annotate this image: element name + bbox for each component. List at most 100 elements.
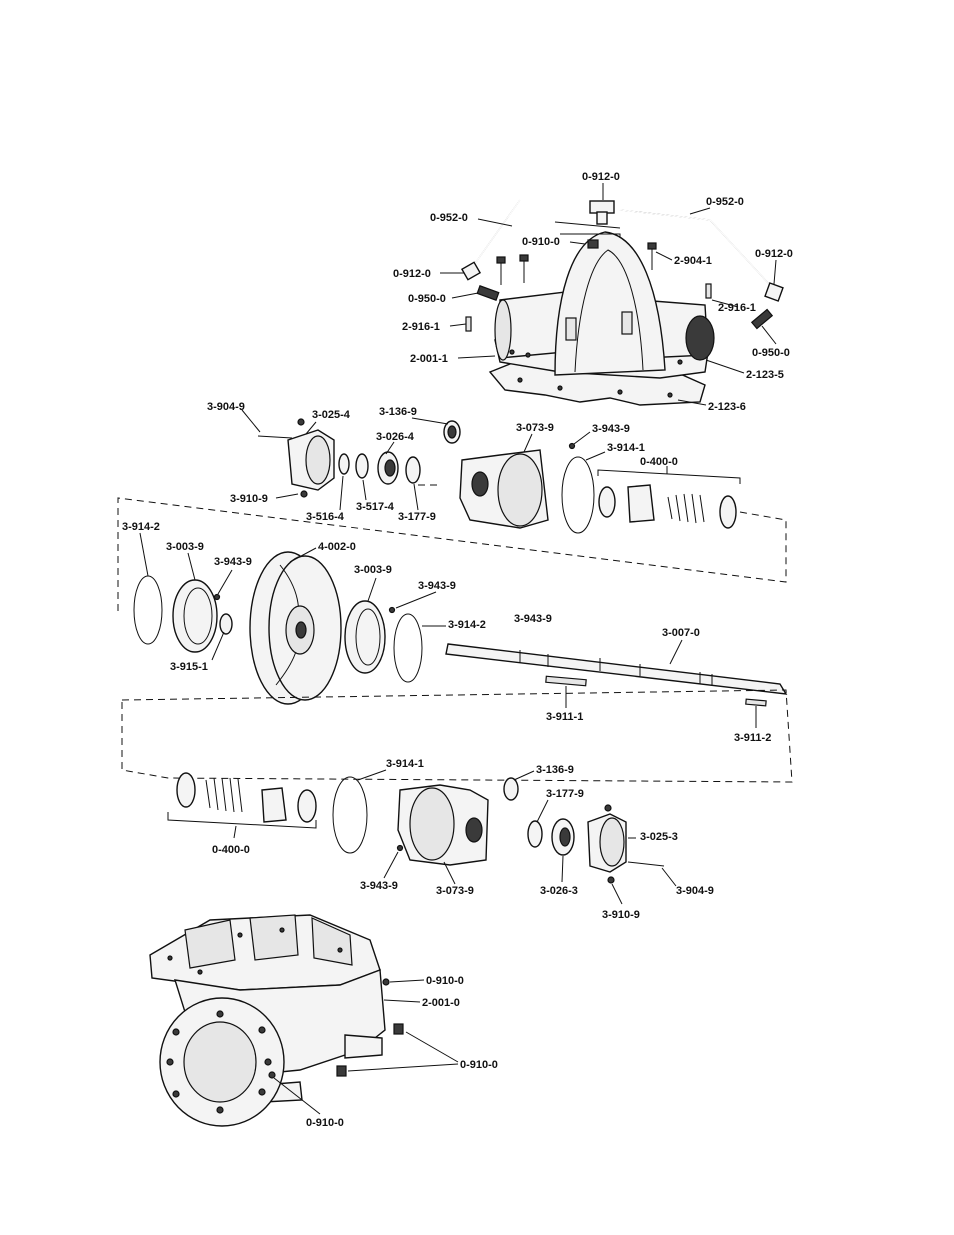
pin	[396, 844, 404, 852]
leader	[689, 207, 711, 215]
shaft	[445, 643, 788, 695]
key	[545, 675, 587, 687]
part-label: 2-123-5	[746, 369, 784, 381]
part-label: 0-912-0	[582, 171, 620, 183]
lock-nut	[355, 453, 369, 479]
flange-bolt-hole	[172, 1028, 180, 1036]
part-label: 0-400-0	[212, 844, 250, 856]
part-label: 3-073-9	[436, 885, 474, 897]
leader	[585, 451, 606, 461]
leader	[655, 251, 673, 261]
key	[745, 698, 767, 707]
leader	[560, 233, 621, 238]
top-bolt-hole	[237, 932, 243, 938]
part-label: 3-025-4	[312, 409, 351, 421]
ball-bearing-bore	[559, 827, 571, 847]
suction-bore	[183, 1021, 257, 1103]
ball-bearing-bore	[384, 459, 396, 477]
wear-ring-outer	[344, 600, 386, 674]
tube-left	[475, 199, 592, 263]
part-label: 0-952-0	[706, 196, 744, 208]
lower-casing-bay	[249, 914, 299, 961]
bolt	[519, 254, 529, 262]
o-ring	[133, 575, 163, 645]
part-label: 4-002-0	[318, 541, 356, 553]
leader	[385, 441, 395, 455]
part-label: 3-177-9	[398, 511, 436, 523]
plug	[607, 876, 615, 884]
leader	[339, 475, 344, 511]
lower-casing-foot	[344, 1034, 383, 1059]
part-label: 0-912-0	[393, 268, 431, 280]
bolt-hole	[617, 389, 623, 395]
top-bolt-hole	[197, 969, 203, 975]
leader	[139, 532, 149, 577]
plug	[604, 804, 612, 812]
upper-casing-volute	[554, 231, 666, 376]
leader	[395, 591, 437, 609]
left-bearing-group	[257, 418, 741, 534]
leader	[477, 218, 513, 227]
part-label: 0-400-0	[640, 456, 678, 468]
leader	[305, 421, 317, 435]
part-label: 3-136-9	[379, 406, 417, 418]
leader	[217, 569, 233, 595]
part-label: 3-910-9	[602, 909, 640, 921]
o-ring	[332, 776, 368, 854]
seal-head	[627, 484, 655, 523]
leader	[554, 221, 621, 229]
tube-right-inner	[619, 209, 771, 286]
bearing-cover-face	[599, 817, 625, 867]
flange-bolt-hole	[258, 1088, 266, 1096]
bolt-hole	[509, 349, 515, 355]
tee-fitting-stem	[596, 211, 608, 225]
leader	[275, 493, 299, 499]
seal-gland	[176, 772, 196, 808]
flange-bolt-hole	[216, 1010, 224, 1018]
top-bolt-hole	[337, 947, 343, 953]
flange-bolt-hole	[264, 1058, 272, 1066]
part-label: 0-910-0	[306, 1117, 344, 1129]
o-ring	[393, 613, 423, 683]
part-label: 3-025-3	[640, 831, 678, 843]
leader	[289, 547, 317, 563]
upper-casing-lug	[621, 311, 633, 335]
leader	[449, 323, 467, 327]
plug	[382, 978, 390, 986]
leader	[711, 299, 739, 308]
nipple	[476, 285, 500, 301]
tube-left-inner	[475, 199, 592, 263]
leader	[443, 861, 456, 885]
part-label: 3-904-9	[207, 401, 245, 413]
leader-lines	[139, 183, 777, 1115]
part-label: 3-003-9	[166, 541, 204, 553]
part-label: 3-914-2	[122, 521, 160, 533]
leader	[661, 867, 677, 887]
shaft-step	[519, 650, 713, 686]
part-label: 3-911-1	[546, 711, 583, 723]
capscrew	[627, 861, 665, 867]
part-label: 3-943-9	[360, 880, 398, 892]
leader	[773, 259, 777, 285]
bolt-hole	[517, 377, 523, 383]
leader	[561, 855, 564, 883]
part-label: 3-914-2	[448, 619, 486, 631]
plug	[336, 1065, 347, 1077]
part-labels: 0-912-0 0-952-0 0-952-0 0-910-0 2-904-1 …	[122, 171, 793, 1129]
part-label: 2-904-1	[674, 255, 712, 267]
pin	[568, 442, 576, 450]
leader	[233, 825, 237, 839]
leader	[211, 631, 225, 661]
part-label: 3-943-9	[514, 613, 552, 625]
part-label: 0-912-0	[755, 248, 793, 260]
dashed-connection	[121, 689, 793, 783]
upper-casing-volute-rib	[574, 249, 644, 373]
wear-ring-inner	[355, 608, 381, 666]
impeller-row	[133, 551, 423, 705]
part-label: 3-943-9	[214, 556, 252, 568]
part-label: 0-952-0	[430, 212, 468, 224]
deflector-bore	[447, 425, 457, 439]
leader	[705, 359, 745, 374]
lower-casing	[149, 914, 404, 1127]
